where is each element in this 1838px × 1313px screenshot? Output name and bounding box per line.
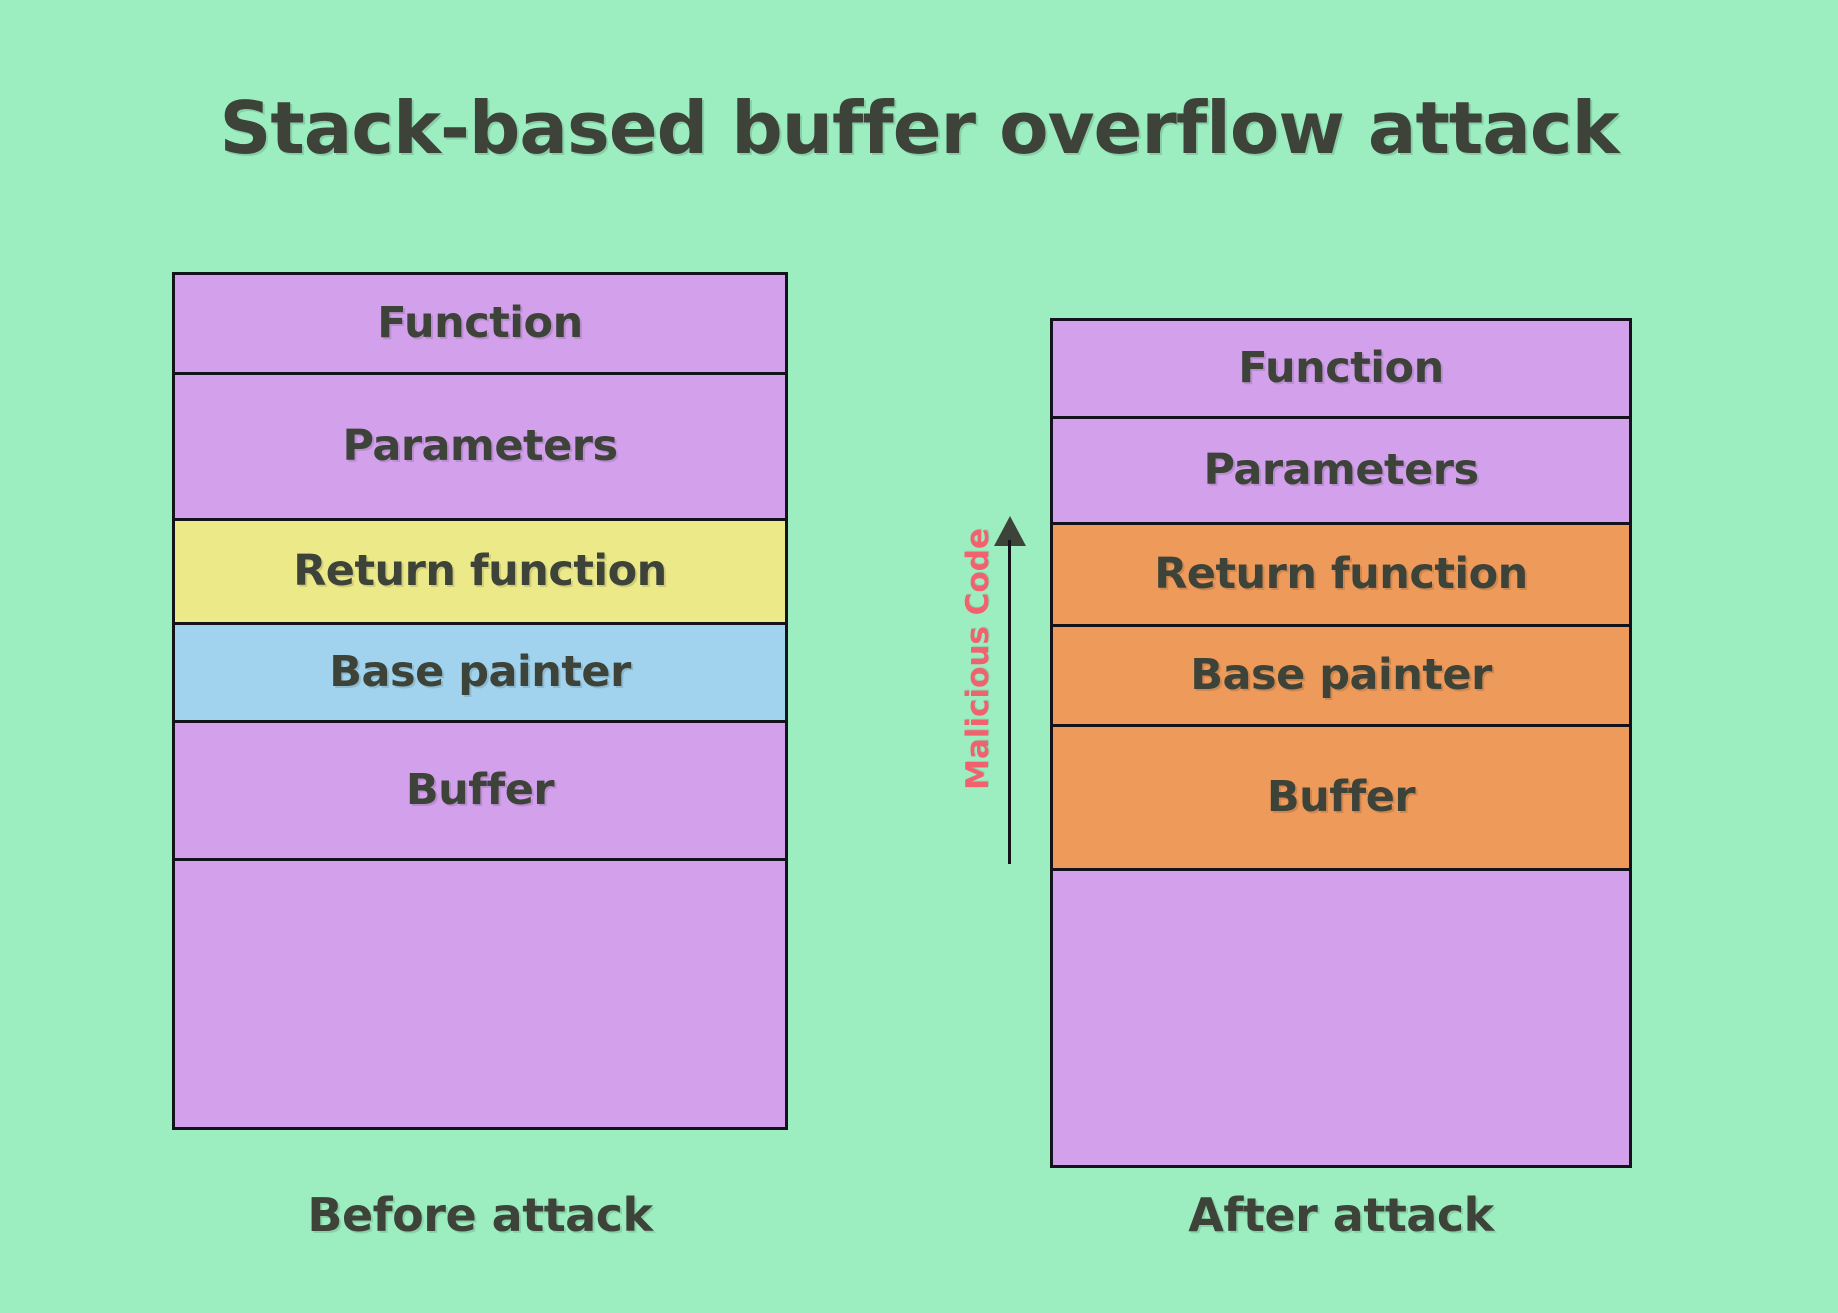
stack-row-label: Return function	[1154, 549, 1528, 599]
stack-row-parameters: Parameters	[175, 375, 785, 521]
page-title: Stack-based buffer overflow attack	[219, 86, 1620, 170]
stack-row-function: Function	[1053, 321, 1629, 419]
stack-row-label: Buffer	[1266, 772, 1416, 822]
caption-after-attack: After attack	[1188, 1188, 1494, 1242]
stack-row-label: Base painter	[1190, 650, 1492, 700]
stack-row-base-painter: Base painter	[175, 625, 785, 723]
malicious-code-annotation: Malicious Code	[940, 516, 1050, 864]
stack-row-function: Function	[175, 275, 785, 375]
stack-row-label: Parameters	[342, 421, 618, 471]
stack-row-return-function: Return function	[1053, 525, 1629, 627]
arrow-shaft	[1008, 540, 1011, 864]
stack-row-base-painter: Base painter	[1053, 627, 1629, 727]
malicious-code-label: Malicious Code	[960, 528, 996, 790]
stack-row-empty	[1053, 871, 1629, 1165]
stack-row-empty	[175, 861, 785, 1127]
stack-row-label: Base painter	[329, 647, 631, 697]
stack-before-attack: Function Parameters Return function Base…	[172, 272, 788, 1130]
stack-row-return-function: Return function	[175, 521, 785, 625]
stack-after-attack: Function Parameters Return function Base…	[1050, 318, 1632, 1168]
caption-before-attack: Before attack	[307, 1188, 653, 1242]
stack-row-buffer: Buffer	[1053, 727, 1629, 871]
stack-row-label: Return function	[293, 546, 667, 596]
stack-row-label: Function	[1238, 343, 1444, 393]
stack-row-parameters: Parameters	[1053, 419, 1629, 525]
stack-row-buffer: Buffer	[175, 723, 785, 861]
stack-row-label: Parameters	[1203, 445, 1479, 495]
stack-row-label: Function	[377, 298, 583, 348]
stack-row-label: Buffer	[405, 765, 555, 815]
